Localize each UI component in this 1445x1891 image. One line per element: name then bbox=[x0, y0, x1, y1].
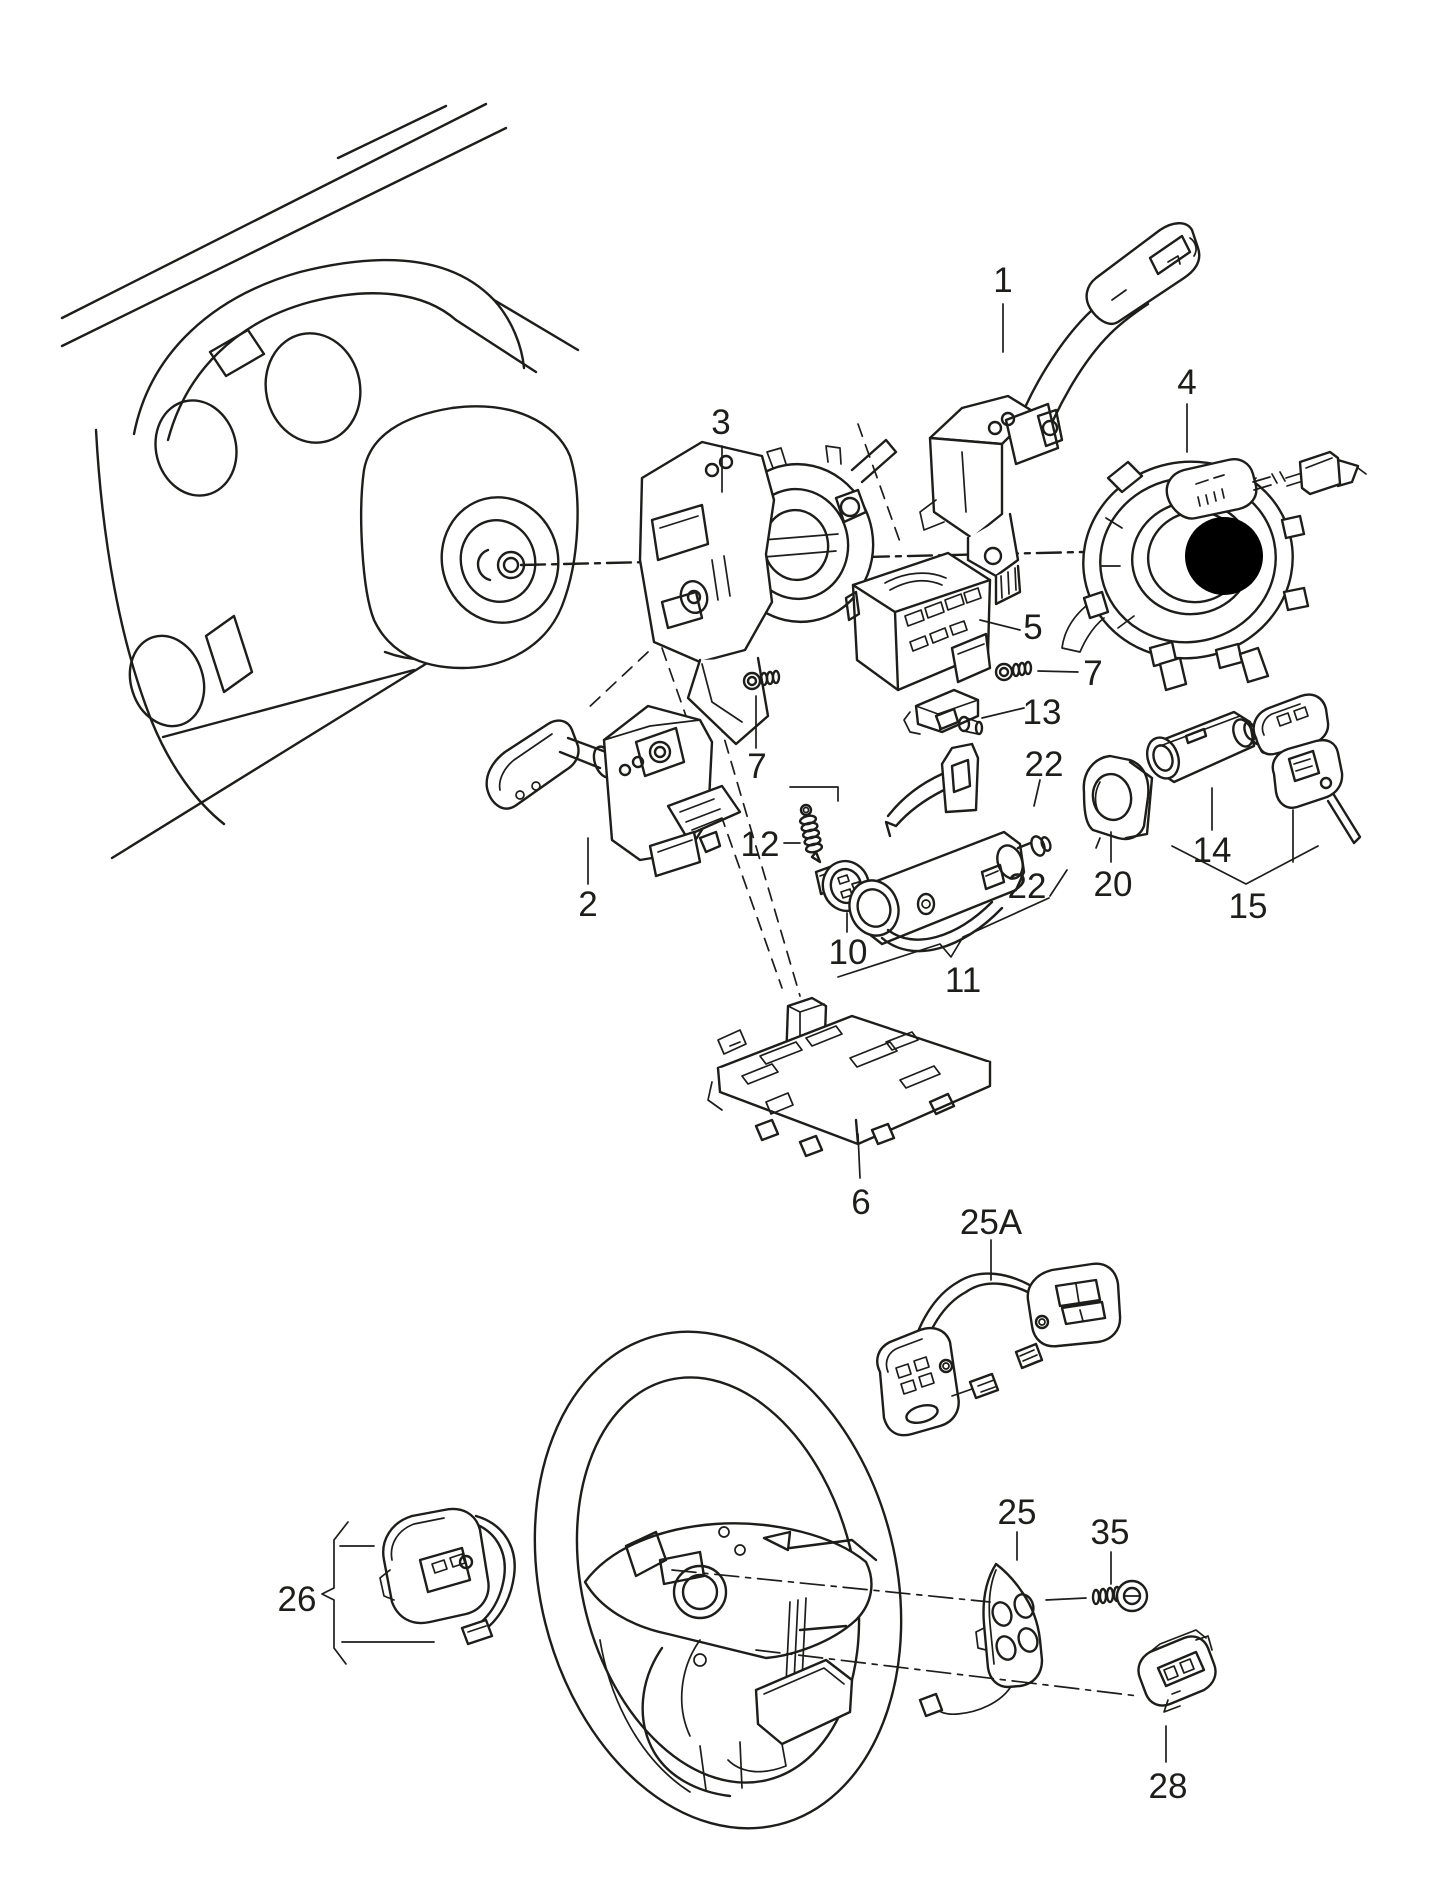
callout-part-1: 1 bbox=[993, 261, 1012, 300]
part-5-electronic-module bbox=[844, 551, 992, 692]
bracket-part-11 bbox=[837, 897, 1050, 978]
part-14-lock-cylinder bbox=[1145, 710, 1269, 784]
callout-part-2: 2 bbox=[578, 885, 597, 924]
leader-lines bbox=[321, 303, 1319, 1763]
part-4-clock-spring bbox=[1061, 450, 1367, 692]
part-35-screw bbox=[1091, 1579, 1149, 1613]
callout-part-26: 26 bbox=[278, 1580, 317, 1619]
callout-part-4: 4 bbox=[1177, 363, 1196, 402]
callout-part-22-lower: 22 bbox=[1008, 867, 1047, 906]
leader-part-22-upper bbox=[1033, 779, 1041, 807]
part-2-stalk-switch bbox=[485, 704, 742, 878]
part-25a-multifunction-buttons bbox=[876, 1262, 1122, 1437]
callout-part-25: 25 bbox=[998, 1493, 1037, 1532]
dashboard-sketch bbox=[60, 102, 580, 860]
bracket-part-15 bbox=[1171, 845, 1319, 885]
leader-part-5 bbox=[979, 619, 1021, 631]
leader-part-6 bbox=[857, 1133, 861, 1179]
callout-part-7-right: 7 bbox=[1083, 654, 1102, 693]
callout-part-12: 12 bbox=[741, 825, 780, 864]
part-15-keys bbox=[1252, 693, 1362, 845]
steering-wheel bbox=[533, 1330, 903, 1830]
part-7-screw-right bbox=[994, 660, 1033, 682]
part-26-paddle-switch bbox=[379, 1507, 516, 1646]
guide-line-part6-b bbox=[699, 655, 801, 997]
callout-part-10: 10 bbox=[829, 933, 868, 972]
part-13-switch bbox=[903, 688, 984, 736]
guide-line-part2 bbox=[585, 651, 649, 711]
part-6-column-electronics-module bbox=[707, 996, 992, 1158]
part-20-cover-cap bbox=[1082, 754, 1154, 849]
callout-part-20: 20 bbox=[1094, 865, 1133, 904]
part-3-column-switch-housing bbox=[638, 438, 898, 746]
leader-part-7-right bbox=[1037, 670, 1079, 673]
leader-part-13 bbox=[981, 707, 1025, 719]
part-12-spring-screw bbox=[789, 786, 839, 864]
callout-labels: 1 2 3 4 5 6 7 7 10 11 12 13 14 15 20 22 … bbox=[278, 261, 1268, 1806]
callout-part-35: 35 bbox=[1091, 1513, 1130, 1552]
callout-part-11: 11 bbox=[945, 961, 981, 1000]
part-11-ignition-lock-housing bbox=[848, 742, 1052, 953]
callout-part-3: 3 bbox=[711, 403, 730, 442]
callout-part-14: 14 bbox=[1193, 831, 1232, 870]
callout-part-25a: 25A bbox=[960, 1203, 1023, 1242]
callout-part-7-left: 7 bbox=[747, 747, 766, 786]
callout-part-5: 5 bbox=[1023, 608, 1042, 647]
leader-wheel-to-25 bbox=[671, 1569, 991, 1603]
leader-part-22-lower bbox=[1049, 869, 1068, 897]
leader-wheel-to-28 bbox=[755, 1649, 1139, 1697]
part-28-connector-switch bbox=[1137, 1629, 1217, 1713]
part-1-lever-switch bbox=[919, 222, 1201, 606]
part-7-screw-left bbox=[742, 669, 781, 691]
callout-part-13: 13 bbox=[1023, 693, 1062, 732]
callout-part-6: 6 bbox=[851, 1183, 870, 1222]
callout-part-28: 28 bbox=[1149, 1767, 1188, 1806]
callout-part-22-upper: 22 bbox=[1025, 745, 1064, 784]
callout-part-15: 15 bbox=[1229, 887, 1268, 926]
part-25-button-paddle bbox=[918, 1562, 1087, 1718]
highlighted-hub-marker bbox=[1185, 517, 1263, 595]
bracket-part-26 bbox=[321, 1521, 349, 1665]
